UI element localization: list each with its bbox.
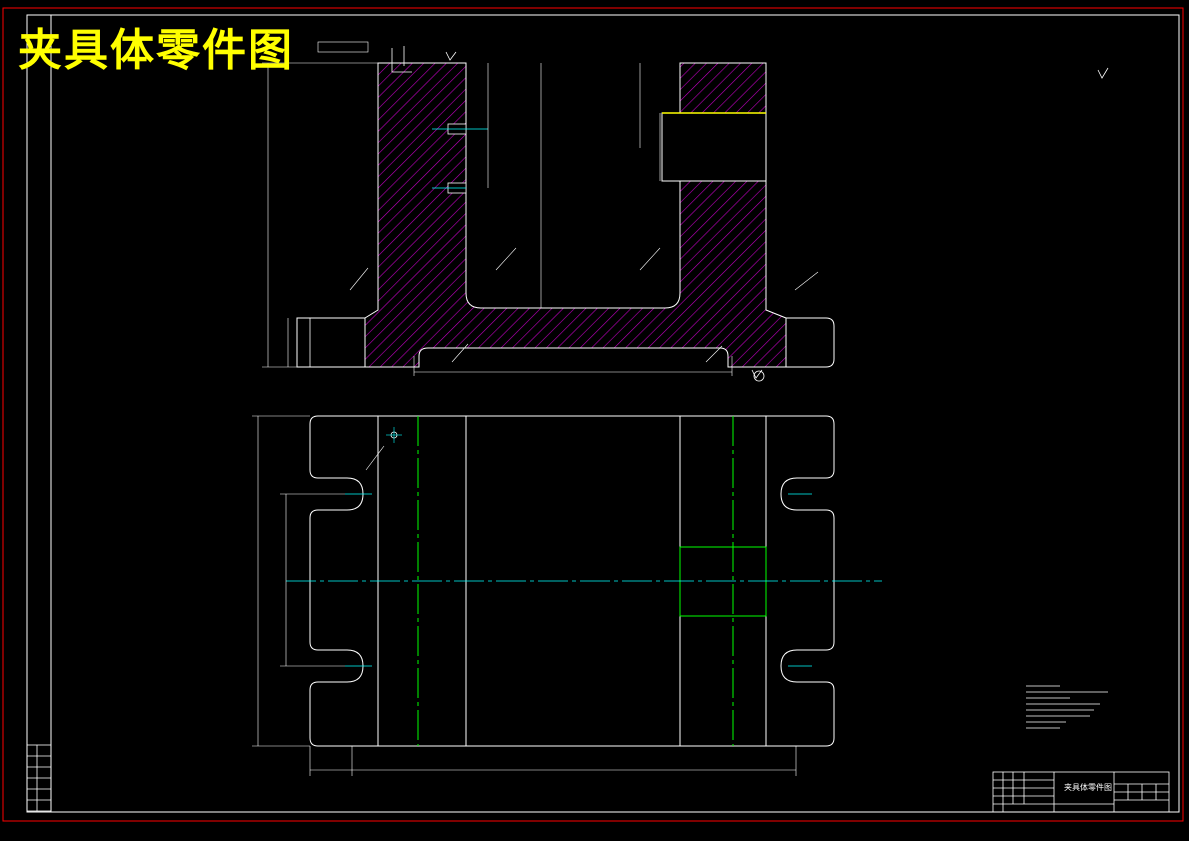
- notes-block: [1026, 685, 1108, 729]
- plan-outline: [309, 415, 835, 747]
- title-block: [992, 771, 1170, 813]
- bore-rect: [661, 112, 767, 182]
- bore-outline-plan: [679, 546, 767, 617]
- left-flange: [296, 317, 366, 368]
- page-title: 夹具体零件图: [18, 25, 294, 76]
- section-hatch: [364, 62, 787, 368]
- title-block-part-name: 夹具体零件图: [1064, 783, 1112, 792]
- left-side-table: [26, 744, 52, 812]
- right-flange: [786, 317, 835, 368]
- plan-view: [252, 415, 882, 776]
- section-view: [262, 41, 1109, 382]
- outer-frame: [2, 7, 1184, 822]
- inner-frame: [26, 14, 1180, 813]
